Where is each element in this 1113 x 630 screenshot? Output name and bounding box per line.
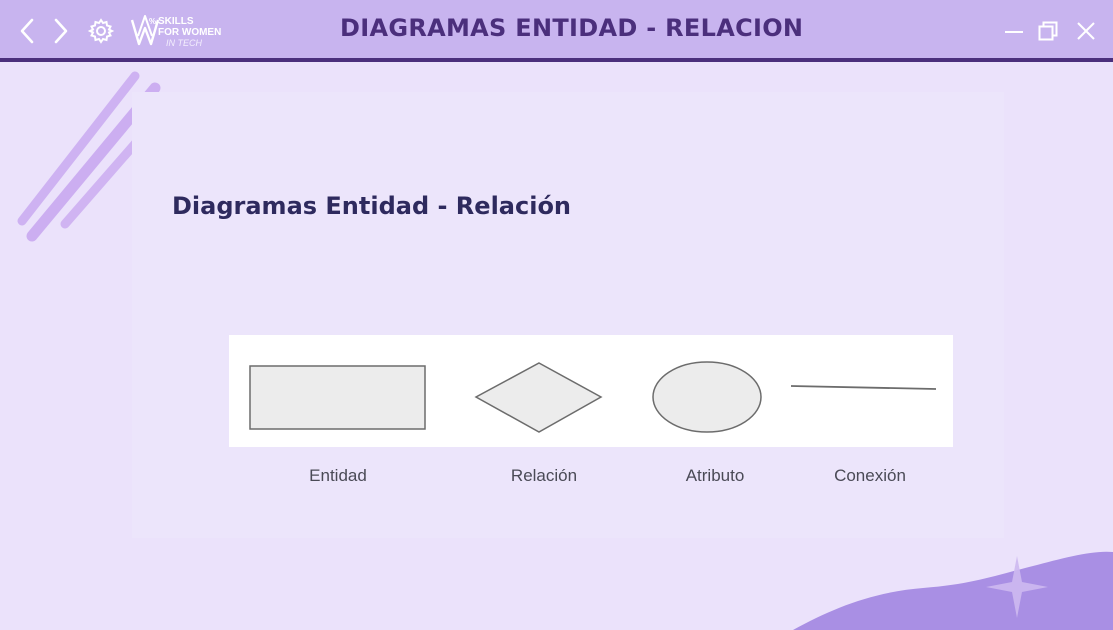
back-button[interactable] xyxy=(12,14,42,48)
gear-icon xyxy=(87,18,115,44)
minimize-button[interactable] xyxy=(1000,16,1028,46)
sparkle-icon xyxy=(986,556,1048,618)
logo-mark-icon: % xyxy=(130,15,160,46)
chevron-left-icon xyxy=(20,18,34,44)
attribute-ellipse xyxy=(652,361,762,433)
title-bar: % SKILLS FOR WOMEN IN TECH DIAGRAMAS ENT… xyxy=(0,0,1113,62)
logo-text: SKILLS FOR WOMEN xyxy=(158,16,221,38)
restore-button[interactable] xyxy=(1034,16,1062,46)
close-icon xyxy=(1077,22,1095,40)
shape-label-relacion: Relación xyxy=(510,466,578,485)
minimize-icon xyxy=(1005,31,1023,33)
page-title: DIAGRAMAS ENTIDAD - RELACION xyxy=(340,14,804,42)
chevron-right-icon xyxy=(54,18,68,44)
shape-label-entidad: Entidad xyxy=(309,466,367,485)
slide-title: Diagramas Entidad - Relación xyxy=(172,192,572,220)
er-shapes xyxy=(249,361,937,433)
logo-line-1: SKILLS xyxy=(158,16,194,27)
forward-button[interactable] xyxy=(46,14,76,48)
decorative-wave xyxy=(793,551,1113,630)
skills-for-women-logo: % SKILLS FOR WOMEN IN TECH xyxy=(130,12,250,50)
svg-text:%: % xyxy=(149,17,156,26)
connection-line xyxy=(790,385,937,390)
shape-label-conexion: Conexión xyxy=(834,466,906,485)
settings-button[interactable] xyxy=(86,14,116,48)
shapes-panel xyxy=(229,335,953,447)
entity-rectangle xyxy=(249,365,426,430)
shape-label-atributo: Atributo xyxy=(685,466,745,485)
logo-line-2: FOR WOMEN xyxy=(158,27,222,38)
relation-diamond xyxy=(474,362,603,433)
restore-icon xyxy=(1038,21,1058,41)
close-button[interactable] xyxy=(1072,16,1100,46)
logo-line-3: IN TECH xyxy=(166,38,202,48)
slide-card xyxy=(132,92,1004,538)
